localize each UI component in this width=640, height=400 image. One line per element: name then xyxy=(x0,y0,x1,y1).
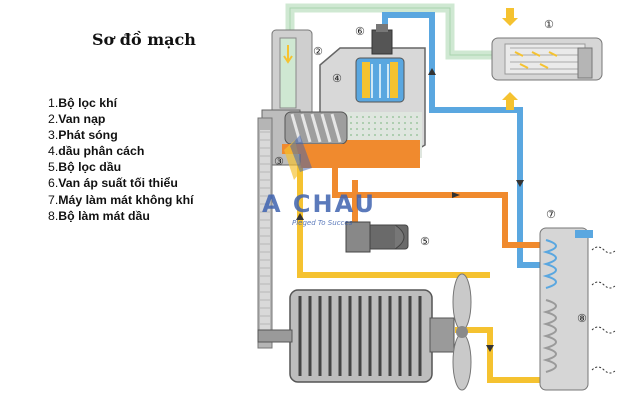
flow-arrow-icon xyxy=(516,180,524,187)
heat-wave xyxy=(591,326,617,334)
legend-list: 1.Bộ lọc khí 2.Van nạp 3.Phát sóng 4.dầu… xyxy=(48,95,194,224)
legend-item: 4.dầu phân cách xyxy=(48,144,145,159)
cool-oil-return xyxy=(455,327,545,383)
heat-wave xyxy=(591,366,617,374)
inlet-valve xyxy=(271,29,313,126)
legend-item: 2.Van nạp xyxy=(48,112,106,127)
callout-1: ① xyxy=(544,18,554,31)
electric-motor xyxy=(257,289,455,383)
watermark-logo-icon xyxy=(284,140,302,180)
drive-belt xyxy=(257,117,273,349)
watermark: A CHAU Pleged To Succes xyxy=(262,135,376,227)
heat-wave xyxy=(591,246,617,254)
flow-arrow-icon xyxy=(296,213,304,220)
intake-arrow-bottom xyxy=(502,92,518,110)
callout-7: ⑦ xyxy=(546,208,556,221)
callout-2: ② xyxy=(313,45,323,58)
oil-filter xyxy=(345,221,409,253)
cooling-fan xyxy=(452,273,472,391)
watermark-tagline: Pleged To Succes xyxy=(292,219,353,227)
callout-8: ⑧ xyxy=(577,312,587,325)
legend-item: 3.Phát sóng xyxy=(48,128,118,143)
cool-oil-line xyxy=(297,150,490,278)
callout-5: ⑤ xyxy=(420,235,430,248)
flow-arrow-icon xyxy=(428,68,436,75)
air-filter xyxy=(491,37,603,81)
air-oil-cooler xyxy=(539,227,593,391)
legend-item: 6.Van áp suất tối thiểu xyxy=(48,176,178,191)
legend-item: 8.Bộ làm mát dầu xyxy=(48,208,150,223)
flow-arrow-icon xyxy=(486,345,494,352)
legend-item: 5.Bộ lọc dầu xyxy=(48,160,122,175)
flow-arrow-icon xyxy=(452,192,460,198)
page-title: Sơ đồ mạch xyxy=(92,30,196,49)
intake-arrow-top xyxy=(502,8,518,26)
callout-4: ④ xyxy=(332,72,342,85)
watermark-brand: A CHAU xyxy=(262,190,376,218)
legend-item: 1.Bộ lọc khí xyxy=(48,96,118,110)
callout-3: ③ xyxy=(274,155,284,168)
minimum-pressure-valve xyxy=(371,24,393,55)
legend-item: 7.Máy làm mát không khí xyxy=(48,192,194,207)
callout-6: ⑥ xyxy=(355,25,365,38)
heat-wave xyxy=(591,281,617,289)
compressed-air-line xyxy=(382,12,545,268)
hot-oil-line xyxy=(332,160,545,248)
